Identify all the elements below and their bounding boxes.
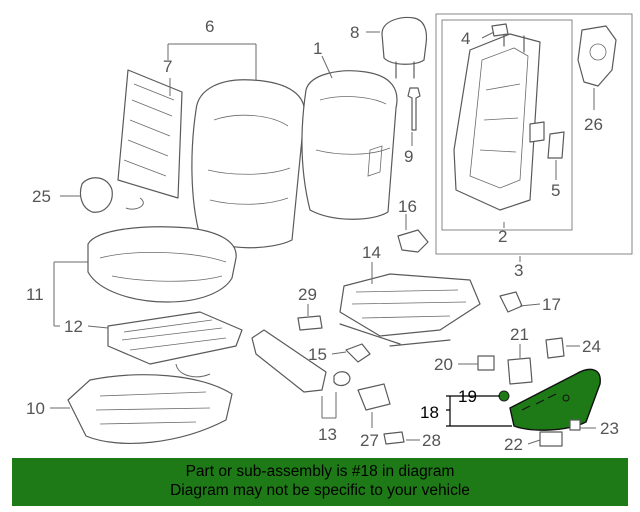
part-20-drawing bbox=[477, 355, 495, 371]
callout-1: 1 bbox=[313, 39, 322, 58]
callout-26: 26 bbox=[584, 115, 603, 134]
callout-18: 18 bbox=[420, 403, 439, 422]
part-19-drawing bbox=[498, 390, 510, 402]
callout-29: 29 bbox=[298, 285, 317, 304]
banner-line-1: Part or sub-assembly is #18 in diagram bbox=[185, 463, 455, 480]
callout-9: 9 bbox=[404, 147, 413, 166]
part-5-drawing bbox=[529, 121, 565, 159]
part-23-drawing bbox=[569, 419, 581, 431]
part-21-drawing bbox=[507, 357, 533, 385]
callout-24: 24 bbox=[582, 337, 601, 356]
callout-17: 17 bbox=[542, 295, 561, 314]
part-16-drawing bbox=[397, 229, 429, 253]
part-8-drawing bbox=[381, 16, 428, 79]
part-2-drawing bbox=[453, 29, 541, 211]
part-15-drawing bbox=[345, 343, 371, 363]
callout-25: 25 bbox=[32, 187, 51, 206]
callout-27: 27 bbox=[360, 431, 379, 450]
part-4-drawing bbox=[491, 23, 509, 37]
callout-14: 14 bbox=[362, 243, 381, 262]
part-28-drawing bbox=[383, 431, 405, 445]
banner-line-2: Diagram may not be specific to your vehi… bbox=[170, 482, 470, 499]
part-1-drawing bbox=[301, 70, 398, 220]
frame-inner-box bbox=[441, 19, 573, 231]
part-25-drawing bbox=[79, 177, 113, 213]
part-13-drawing bbox=[251, 329, 327, 393]
part-24-drawing bbox=[545, 337, 565, 359]
callout-4: 4 bbox=[461, 29, 470, 48]
callout-23: 23 bbox=[600, 419, 619, 438]
callout-12: 12 bbox=[64, 317, 83, 336]
callout-20: 20 bbox=[434, 355, 453, 374]
callout-8: 8 bbox=[350, 23, 359, 42]
callout-13: 13 bbox=[318, 425, 337, 444]
frame-group-box bbox=[435, 13, 633, 255]
callout-28: 28 bbox=[422, 431, 441, 450]
part-9-drawing bbox=[407, 87, 421, 131]
callout-16: 16 bbox=[398, 197, 417, 216]
part-27-drawing bbox=[357, 383, 391, 411]
callout-15: 15 bbox=[308, 345, 327, 364]
part-14-drawing bbox=[339, 273, 481, 347]
callout-7: 7 bbox=[163, 57, 172, 76]
callout-21: 21 bbox=[510, 325, 529, 344]
part-26-drawing bbox=[577, 25, 617, 87]
part-13-clip-drawing bbox=[333, 371, 351, 387]
part-11-drawing bbox=[87, 226, 237, 303]
leader-lines bbox=[50, 31, 596, 445]
part-6-drawing bbox=[191, 79, 306, 249]
part-29-drawing bbox=[297, 315, 323, 331]
part-17-drawing bbox=[499, 291, 523, 313]
callout-6: 6 bbox=[205, 17, 214, 36]
callout-22: 22 bbox=[504, 435, 523, 454]
info-banner: Part or sub-assembly is #18 in diagram D… bbox=[12, 458, 628, 506]
callout-10: 10 bbox=[26, 399, 45, 418]
callout-5: 5 bbox=[551, 181, 560, 200]
callout-3: 3 bbox=[514, 261, 523, 280]
part-10-drawing bbox=[67, 374, 233, 444]
callout-2: 2 bbox=[498, 227, 507, 246]
callout-19: 19 bbox=[458, 387, 477, 406]
part-18-drawing bbox=[509, 368, 601, 431]
part-12-drawing bbox=[107, 311, 243, 378]
callout-11: 11 bbox=[26, 285, 44, 304]
part-7-drawing bbox=[117, 69, 183, 210]
part-22-drawing bbox=[539, 431, 563, 447]
